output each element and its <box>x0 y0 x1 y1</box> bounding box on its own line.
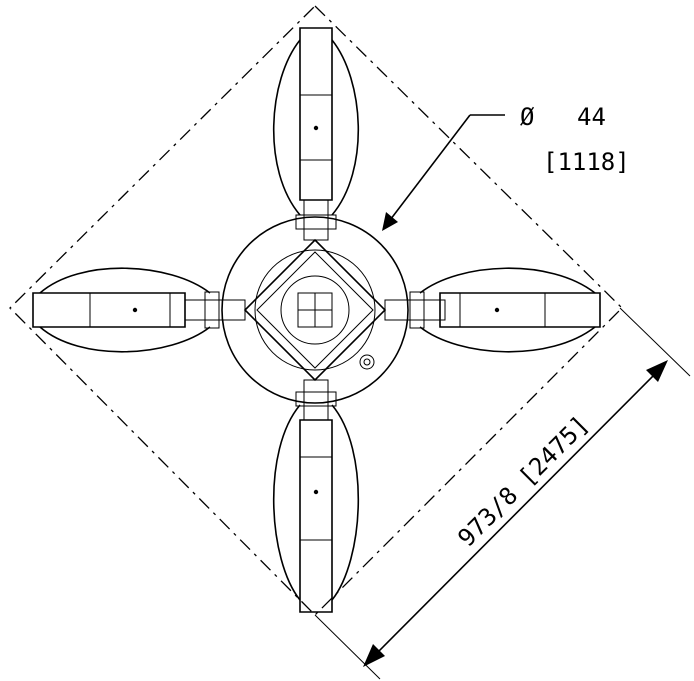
extension-line-lower <box>314 614 381 680</box>
inner-ring <box>254 249 376 371</box>
diameter-leader <box>382 114 505 231</box>
blade-bottom <box>272 379 360 613</box>
base-ring <box>221 216 409 404</box>
diagonal-metric: [2475] <box>513 410 594 491</box>
extension-line-upper <box>619 307 691 377</box>
bolt-boss <box>359 354 375 370</box>
diagonal-dimension <box>363 360 668 667</box>
hub-frame-inner <box>256 251 374 369</box>
hub-ring <box>280 275 350 345</box>
blade-right <box>384 267 601 353</box>
diameter-symbol: Ø <box>520 103 535 131</box>
diameter-metric: [1118] <box>543 148 630 176</box>
blade-top <box>272 27 360 241</box>
blade-left <box>32 267 246 353</box>
diameter-value: 44 <box>577 103 606 131</box>
